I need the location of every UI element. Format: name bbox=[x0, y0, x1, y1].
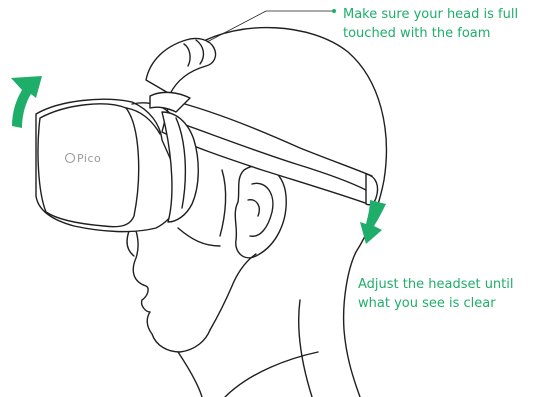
throat-line bbox=[178, 352, 202, 397]
foam-callout: Make sure your head is full touched with… bbox=[343, 5, 518, 43]
strap-end-cap bbox=[366, 174, 378, 205]
foam-callout-line-1: Make sure your head is full bbox=[343, 5, 518, 24]
collar-line bbox=[225, 352, 318, 397]
headset-brand-label: Pico bbox=[77, 152, 101, 165]
adjust-callout-line-1: Adjust the headset until bbox=[358, 275, 514, 294]
temple-line bbox=[220, 170, 226, 236]
foam-leader-dot bbox=[332, 9, 336, 13]
front-plate bbox=[38, 104, 139, 227]
ear-inner bbox=[250, 183, 273, 236]
top-strap bbox=[146, 38, 216, 94]
vr-headset bbox=[36, 38, 378, 231]
ear bbox=[235, 165, 286, 257]
ear-canal bbox=[248, 200, 259, 216]
adjust-callout-line-2: what you see is clear bbox=[358, 294, 514, 313]
head-outline bbox=[198, 28, 386, 397]
foam-leader bbox=[207, 9, 336, 42]
jaw-line bbox=[210, 254, 256, 330]
adjust-callout: Adjust the headset until what you see is… bbox=[358, 275, 514, 313]
cheek-line bbox=[178, 228, 220, 246]
foam-callout-line-2: touched with the foam bbox=[343, 24, 518, 43]
neck-back-line bbox=[299, 300, 312, 397]
foam-leader-line bbox=[207, 11, 334, 42]
